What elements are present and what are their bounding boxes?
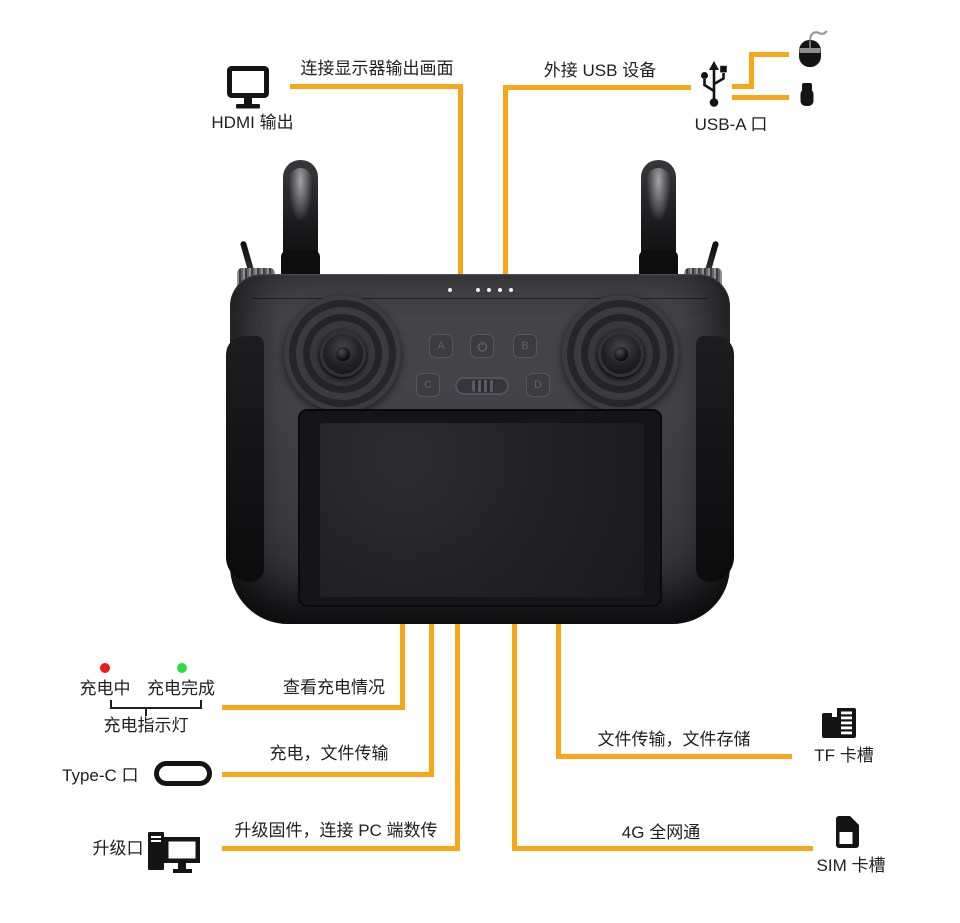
sim-line (512, 846, 813, 851)
status-led (476, 288, 480, 292)
usb-callout-line-vertical (503, 85, 508, 278)
tf-description: 文件传输，文件存储 (597, 730, 751, 749)
usb-drive-connector-line (732, 95, 789, 100)
status-led (509, 288, 513, 292)
usb-label: USB-A 口 (694, 115, 768, 134)
monitor-icon (227, 66, 269, 112)
usb-description: 外接 USB 设备 (543, 61, 657, 80)
hdmi-description: 连接显示器输出画面 (300, 59, 454, 78)
top-deck-seam (252, 298, 708, 299)
right-grip (696, 336, 734, 582)
charging-label: 充电中 (79, 679, 131, 698)
charging-led-red (100, 663, 110, 673)
usb-callout-line (503, 85, 691, 90)
charge-view-line (222, 705, 405, 710)
mouse-connector-line (732, 84, 754, 89)
status-led (487, 288, 491, 292)
charge-view-description: 查看充电情况 (283, 678, 385, 697)
charging-complete-label: 充电完成 (147, 679, 215, 698)
type-c-line (222, 772, 434, 777)
button-d: D (526, 373, 550, 397)
mouse-icon (794, 28, 830, 68)
hdmi-label: HDMI 输出 (211, 113, 294, 132)
power-button (470, 334, 494, 358)
hdmi-callout-line-vertical (458, 84, 463, 278)
desktop-pc-icon (148, 827, 202, 875)
tf-slot-label: TF 卡槽 (814, 746, 874, 765)
slider-switch (455, 377, 509, 395)
sim-card-icon (836, 816, 859, 848)
hdmi-callout-line (290, 84, 463, 89)
usb-drive-icon (799, 83, 815, 106)
button-b: B (513, 334, 537, 358)
type-c-description: 充电，文件传输 (269, 744, 389, 763)
upgrade-line (222, 846, 460, 851)
charge-indicator-label: 充电指示灯 (103, 716, 189, 735)
right-joystick (562, 295, 679, 412)
type-c-line-vertical (429, 620, 434, 777)
status-led (498, 288, 502, 292)
button-a: A (429, 334, 453, 358)
indicator-bracket (145, 709, 147, 716)
upgrade-line-vertical (455, 620, 460, 851)
touchscreen (298, 409, 662, 607)
charge-view-line-vertical (400, 620, 405, 710)
sim-slot-label: SIM 卡槽 (816, 856, 886, 875)
mouse-connector-line (749, 52, 789, 57)
display-panel (320, 423, 644, 597)
power-icon (477, 341, 488, 352)
left-grip (226, 336, 264, 582)
tf-line-vertical (556, 620, 561, 759)
type-c-port-icon (154, 761, 212, 786)
sim-line-vertical (512, 620, 517, 851)
upgrade-port-label: 升级口 (92, 839, 144, 858)
tf-card-icon (820, 706, 857, 740)
upgrade-description: 升级固件，连接 PC 端数传 (234, 821, 438, 840)
complete-led-green (177, 663, 187, 673)
usb-trident-icon (699, 60, 729, 108)
status-led (448, 288, 452, 292)
left-joystick (284, 295, 401, 412)
sim-description: 4G 全网通 (621, 823, 701, 842)
indicator-bracket (110, 700, 112, 709)
indicator-bracket (110, 707, 202, 709)
mouse-connector-line (749, 52, 754, 89)
indicator-bracket (200, 700, 202, 709)
tf-line (556, 754, 792, 759)
button-c: C (416, 373, 440, 397)
type-c-label: Type-C 口 (62, 766, 139, 785)
